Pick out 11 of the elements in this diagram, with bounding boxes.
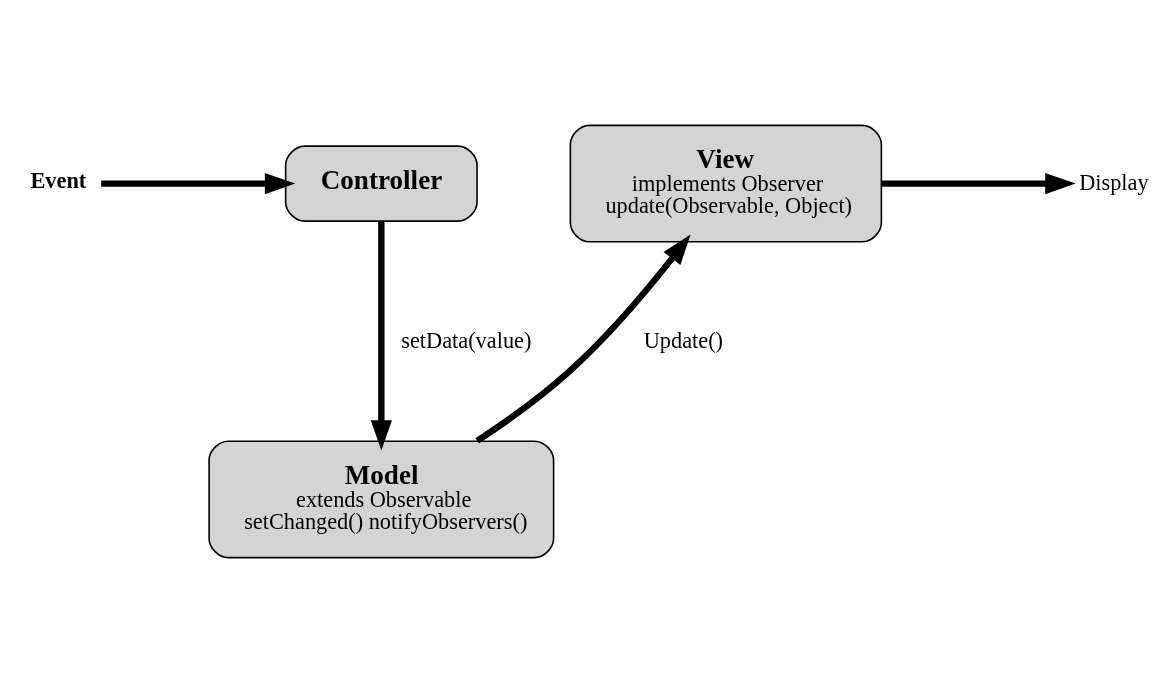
node-box: Model extends Observable setChanged() notifyObservers(): [208, 439, 555, 558]
edge-label: setData(value): [401, 327, 532, 353]
arrow: [881, 172, 1076, 194]
node-box: View implements Observer update(Observable, Object): [569, 124, 883, 243]
arrow: [101, 172, 296, 194]
node-text: Event: [30, 167, 87, 193]
arrow: [475, 234, 691, 444]
edge-label: Update(): [643, 327, 724, 353]
node-text: Display: [1079, 169, 1149, 194]
node-box: Controller: [284, 144, 478, 222]
arrow: [370, 221, 392, 451]
